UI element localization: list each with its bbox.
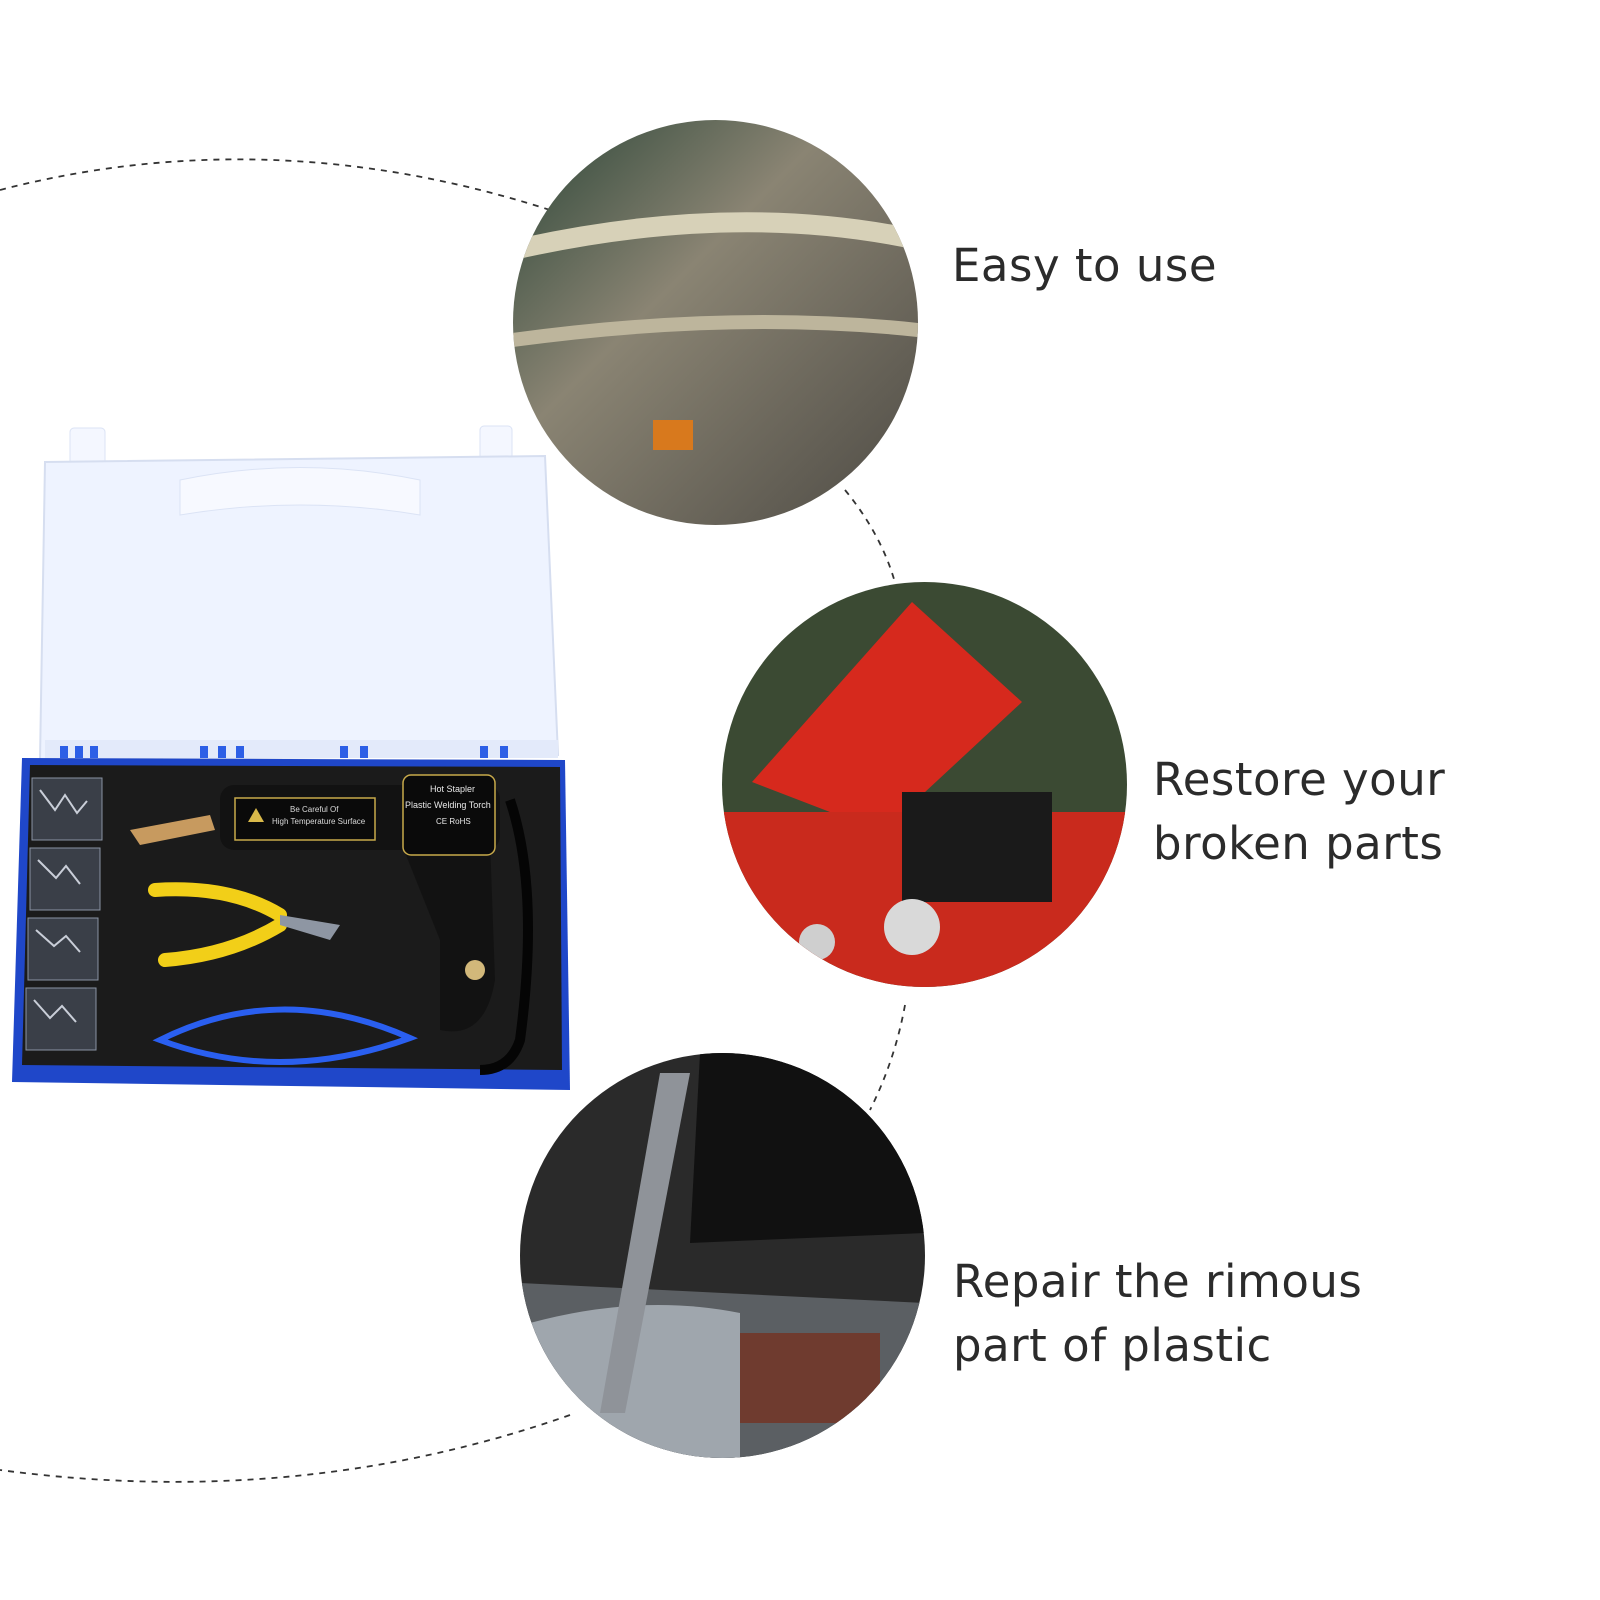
feature-line: Restore your xyxy=(1153,753,1446,806)
feature-text-restore: Restore your broken parts xyxy=(1153,748,1445,876)
svg-text:Be Careful Of: Be Careful Of xyxy=(290,805,339,814)
feature-text-repair: Repair the rimous part of plastic xyxy=(953,1250,1362,1378)
product-case-image: Be Careful Of High Temperature Surface H… xyxy=(12,425,570,1090)
svg-text:High Temperature Surface: High Temperature Surface xyxy=(272,817,366,826)
feature-photo-3 xyxy=(520,1053,925,1458)
svg-text:Plastic Welding Torch: Plastic Welding Torch xyxy=(405,800,491,810)
case-lid xyxy=(38,425,560,762)
svg-text:Hot Stapler: Hot Stapler xyxy=(430,784,475,794)
feature-line: Repair the rimous xyxy=(953,1255,1363,1308)
feature-text-easy-to-use: Easy to use xyxy=(952,234,1217,298)
feature-photo-1 xyxy=(513,120,918,525)
feature-line: Easy to use xyxy=(952,239,1218,292)
welding-gun: Be Careful Of High Temperature Surface H… xyxy=(130,774,533,1075)
pliers xyxy=(148,882,340,967)
staple-box xyxy=(25,777,103,1051)
warning-icon xyxy=(248,808,264,822)
feature-line: part of plastic xyxy=(953,1319,1272,1372)
feature-line: broken parts xyxy=(1153,817,1444,870)
svg-text:CE RoHS: CE RoHS xyxy=(436,817,471,826)
feature-photo-2 xyxy=(722,582,1127,987)
